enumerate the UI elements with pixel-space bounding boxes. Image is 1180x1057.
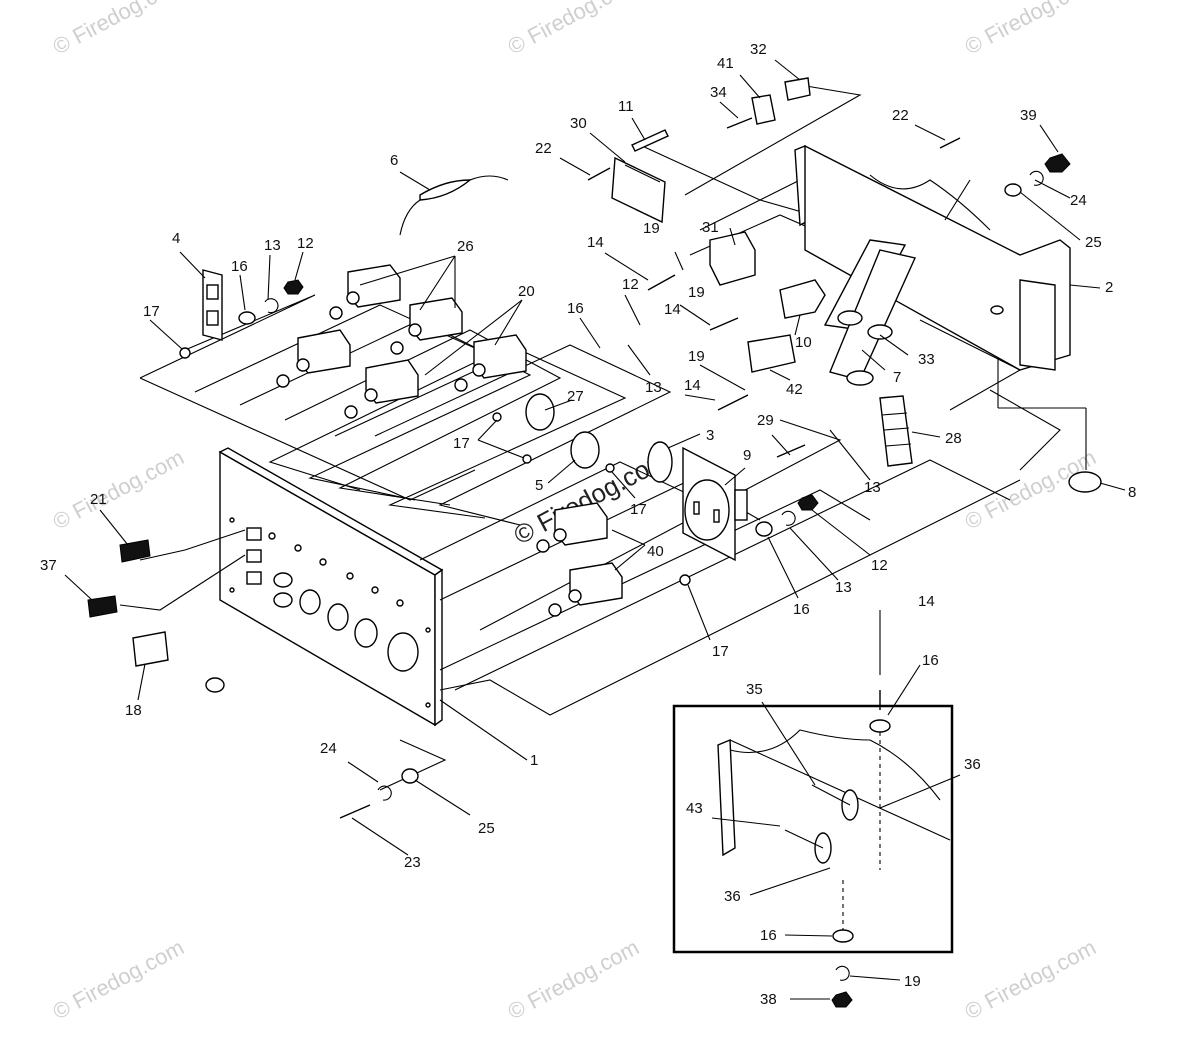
grommet xyxy=(1068,471,1102,493)
callout: 40 xyxy=(647,543,664,560)
callout: 3 xyxy=(706,427,714,444)
callout: 12 xyxy=(622,276,639,293)
callout: 12 xyxy=(297,235,314,252)
callout: 20 xyxy=(518,283,535,300)
callout: 42 xyxy=(786,381,803,398)
callout: 37 xyxy=(40,557,57,574)
washer xyxy=(238,311,256,325)
twist-lock-receptacle xyxy=(682,446,748,562)
callout: 16 xyxy=(231,258,248,275)
terminal-strip xyxy=(879,395,913,467)
callout: 13 xyxy=(864,479,881,496)
callout: 24 xyxy=(1070,192,1087,209)
callout: 23 xyxy=(404,854,421,871)
callout: 16 xyxy=(793,601,810,618)
callout: 27 xyxy=(567,388,584,405)
round-breakers xyxy=(492,393,673,483)
callout: 17 xyxy=(453,435,470,452)
callout: 13 xyxy=(264,237,281,254)
callout: 25 xyxy=(478,820,495,837)
callout: 34 xyxy=(710,84,727,101)
watermark: © Firedog.com xyxy=(504,934,643,1024)
rod xyxy=(631,129,669,152)
bracket-assembly xyxy=(751,77,811,125)
watermark: © Firedog.com xyxy=(504,0,643,59)
callout: 14 xyxy=(587,234,604,251)
callout: 25 xyxy=(1085,234,1102,251)
rear-housing xyxy=(794,144,1071,371)
callout: 22 xyxy=(892,107,909,124)
callout: 21 xyxy=(90,491,107,508)
circuit-breakers xyxy=(276,264,623,617)
callout: 19 xyxy=(688,284,705,301)
lock-washer xyxy=(264,298,279,314)
transformer xyxy=(747,334,796,373)
callout: 14 xyxy=(684,377,701,394)
callout: 39 xyxy=(1020,107,1037,124)
callout: 13 xyxy=(835,579,852,596)
callout: 19 xyxy=(688,348,705,365)
hex-nut xyxy=(283,279,304,295)
callout: 11 xyxy=(618,98,634,115)
callout: 14 xyxy=(918,593,935,610)
callout: 28 xyxy=(945,430,962,447)
front-panel xyxy=(218,447,444,727)
callout: 31 xyxy=(702,219,719,236)
o-ring xyxy=(179,347,191,359)
callout: 16 xyxy=(922,652,939,669)
rocker-switches xyxy=(87,539,169,667)
callout: 19 xyxy=(904,973,921,990)
watermark: © Firedog.com xyxy=(49,0,188,59)
callout: 16 xyxy=(567,300,584,317)
callout-labels: 1 2 3 4 5 6 7 8 9 10 11 12 12 12 13 13 1… xyxy=(40,41,1136,1008)
callout-leaders xyxy=(64,59,1126,1000)
inset-detail xyxy=(672,690,954,954)
callout: 30 xyxy=(570,115,587,132)
callout: 36 xyxy=(724,888,741,905)
callout: 10 xyxy=(795,334,812,351)
watermark: © Firedog.com xyxy=(49,444,188,534)
capacitor xyxy=(779,279,826,319)
callout: 41 xyxy=(717,55,734,72)
callout: 26 xyxy=(457,238,474,255)
callout: 17 xyxy=(143,303,160,320)
callout: 8 xyxy=(1128,484,1136,501)
callout: 16 xyxy=(760,927,777,944)
callout: 35 xyxy=(746,681,763,698)
callout: 9 xyxy=(743,447,751,464)
callout: 14 xyxy=(664,301,681,318)
callout: 17 xyxy=(712,643,729,660)
circuit-board xyxy=(611,156,666,224)
callout: 6 xyxy=(390,152,398,169)
callout: 38 xyxy=(760,991,777,1008)
callout: 32 xyxy=(750,41,767,58)
watermark: © Firedog.com xyxy=(961,934,1100,1024)
callout: 24 xyxy=(320,740,337,757)
leader-lines xyxy=(119,84,1087,791)
callout: 4 xyxy=(172,230,180,247)
screws xyxy=(339,117,961,819)
callout: 12 xyxy=(871,557,888,574)
callout: 5 xyxy=(535,477,543,494)
fuse-holder xyxy=(419,179,472,201)
watermark: © Firedog.com xyxy=(49,934,188,1024)
callout: 1 xyxy=(530,752,538,769)
relay xyxy=(709,231,756,286)
callout: 2 xyxy=(1105,279,1113,296)
wire-harness xyxy=(823,239,916,386)
callout: 19 xyxy=(643,220,660,237)
callout: 36 xyxy=(964,756,981,773)
callout: 43 xyxy=(686,800,703,817)
duplex-outlet xyxy=(202,269,223,341)
callout: 7 xyxy=(893,369,901,386)
callout: 33 xyxy=(918,351,935,368)
watermark: © Firedog.com xyxy=(961,0,1100,59)
callout: 17 xyxy=(630,501,647,518)
callout: 13 xyxy=(645,379,662,396)
callout: 22 xyxy=(535,140,552,157)
callout: 29 xyxy=(757,412,774,429)
callout: 18 xyxy=(125,702,142,719)
